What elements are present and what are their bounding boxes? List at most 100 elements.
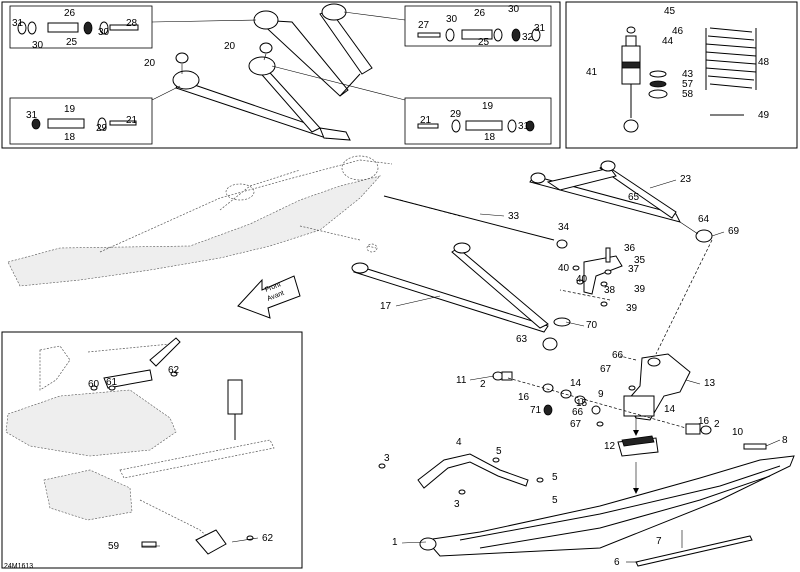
callout-10: 10	[732, 427, 744, 438]
upper-arm-inset	[1, 1, 561, 149]
callout-71: 71	[530, 405, 542, 416]
callout-34: 34	[558, 222, 570, 233]
shock-inset	[565, 1, 798, 149]
callout-62-a: 62	[168, 365, 180, 376]
callout-12: 12	[604, 441, 616, 452]
callout-14-b: 14	[664, 404, 676, 415]
callout-3-a: 3	[384, 453, 390, 464]
callout-29-bl: 29	[96, 123, 108, 134]
callout-38: 38	[604, 285, 616, 296]
callout-29-br: 29	[450, 109, 462, 120]
callout-60: 60	[88, 379, 100, 390]
ski-bumper	[617, 416, 659, 457]
pivot-hardware	[492, 371, 767, 450]
callout-28-tl: 28	[126, 18, 138, 29]
callout-65: 65	[628, 192, 640, 203]
callout-15: 15	[576, 398, 588, 409]
callout-62-b: 62	[262, 533, 274, 544]
bushing-stack-top-left	[17, 21, 139, 35]
callout-43: 43	[682, 69, 694, 80]
callout-26-tl: 26	[64, 8, 76, 19]
callout-57: 57	[682, 79, 694, 90]
callout-8: 8	[782, 435, 788, 446]
callout-66-b: 66	[572, 407, 584, 418]
callout-32-tr: 32	[522, 32, 534, 43]
callout-59: 59	[108, 541, 120, 552]
callout-70: 70	[586, 320, 598, 331]
callout-16-b: 16	[698, 416, 710, 427]
upper-a-arm-main	[529, 160, 713, 243]
callout-21-br: 21	[420, 115, 432, 126]
callout-49: 49	[758, 110, 770, 121]
callout-4: 4	[456, 437, 462, 448]
coil-spring	[705, 27, 757, 90]
frame-ghost-main	[7, 155, 393, 287]
callout-3-b: 3	[454, 499, 460, 510]
callout-64: 64	[698, 214, 710, 225]
callout-11: 11	[456, 375, 467, 386]
callout-58: 58	[682, 89, 694, 100]
callout-37: 37	[628, 264, 640, 275]
callout-48: 48	[758, 57, 770, 68]
callout-69: 69	[728, 226, 740, 237]
inset-shock	[227, 379, 243, 415]
callout-40-a: 40	[558, 263, 570, 274]
front-direction-arrow: Front Avant	[237, 275, 301, 319]
callout-26-tr: 26	[474, 8, 486, 19]
callout-20-a: 20	[224, 41, 236, 52]
callout-31-br: 31	[518, 121, 530, 132]
callout-14-a: 14	[570, 378, 582, 389]
drawing-code: 24M1613	[4, 563, 33, 570]
callout-66-a: 66	[612, 350, 624, 361]
callout-18-bl: 18	[64, 132, 76, 143]
callout-31-bl: 31	[26, 110, 38, 121]
callout-17: 17	[380, 301, 392, 312]
ski-handle	[378, 453, 544, 495]
callout-30-tr: 30	[446, 14, 458, 25]
callout-labels: 31 30 26 25 30 28 20 20 27 30 26 30 25 3…	[12, 4, 788, 568]
callout-21-bl: 21	[126, 115, 138, 126]
callout-44: 44	[662, 36, 674, 47]
callout-40-b: 40	[576, 274, 588, 285]
callout-39-b: 39	[626, 303, 638, 314]
callout-63: 63	[516, 334, 528, 345]
callout-41: 41	[586, 67, 598, 78]
callout-39-a: 39	[634, 284, 646, 295]
callout-20-b: 20	[144, 58, 156, 69]
callout-25-tl: 25	[66, 37, 78, 48]
callout-67-b: 67	[570, 419, 582, 430]
callout-16-a: 16	[518, 392, 530, 403]
callout-9: 9	[598, 389, 604, 400]
shock-washers	[648, 70, 668, 99]
callout-5-c: 5	[552, 495, 558, 506]
lower-a-arm	[351, 242, 571, 351]
callout-30-tl: 30	[32, 40, 44, 51]
wear-bar	[635, 530, 753, 567]
callout-18-br: 18	[484, 132, 496, 143]
callout-19-br: 19	[482, 101, 494, 112]
callout-61: 61	[106, 377, 118, 388]
upper-a-arm-inset	[172, 3, 373, 141]
callout-23: 23	[680, 174, 692, 185]
callout-35: 35	[634, 255, 646, 266]
callout-36: 36	[624, 243, 636, 254]
bushing-stack-bottom-right	[417, 119, 535, 133]
bushing-stack-bottom-left	[31, 117, 137, 131]
callout-30-tr2: 30	[508, 4, 520, 15]
ski-spindle	[619, 353, 691, 421]
callout-7: 7	[656, 536, 662, 547]
callout-31-tl: 31	[12, 18, 24, 29]
bracket-assembly	[556, 239, 623, 307]
callout-27-tr: 27	[418, 20, 430, 31]
callout-31-tr: 31	[534, 23, 546, 34]
callout-67-a: 67	[600, 364, 612, 375]
callout-13: 13	[704, 378, 716, 389]
ski	[419, 455, 795, 557]
chassis-overview-inset	[1, 331, 303, 569]
callout-46: 46	[672, 26, 684, 37]
callout-25-tr: 25	[478, 37, 490, 48]
callout-33: 33	[508, 211, 520, 222]
callout-leaders	[142, 179, 781, 563]
callout-45: 45	[664, 6, 676, 17]
